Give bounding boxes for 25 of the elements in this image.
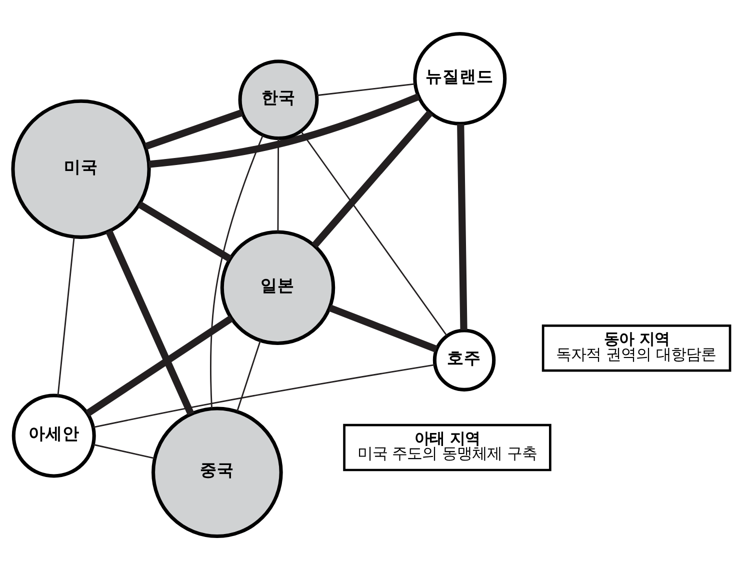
- connector: [144, 109, 244, 150]
- connector: [312, 110, 433, 248]
- node-circle: 미국: [11, 99, 151, 239]
- connector: [86, 315, 234, 416]
- node-circle: 일본: [220, 230, 336, 345]
- node-box: 아태 지역 미국 주도의 동맹체제 구축: [343, 424, 552, 472]
- node-circle: 뉴질랜드: [413, 32, 507, 126]
- connector: [210, 135, 264, 408]
- connector: [93, 364, 435, 428]
- node-box: 동아 지역 독자적 권역의 대항담론: [542, 324, 732, 372]
- connector: [57, 237, 75, 396]
- connector: [300, 130, 448, 336]
- connector: [277, 138, 280, 232]
- connector: [138, 201, 232, 262]
- connector: [316, 83, 416, 96]
- node-circle: 아세안: [12, 394, 96, 478]
- connector: [93, 444, 155, 459]
- node-circle: 한국: [238, 60, 319, 140]
- connector: [457, 124, 468, 330]
- connector: [148, 93, 420, 168]
- node-circle: 호주: [432, 328, 496, 392]
- connector: [328, 304, 438, 353]
- connector: [236, 340, 262, 412]
- connector: [106, 230, 194, 416]
- node-circle: 중국: [152, 406, 283, 538]
